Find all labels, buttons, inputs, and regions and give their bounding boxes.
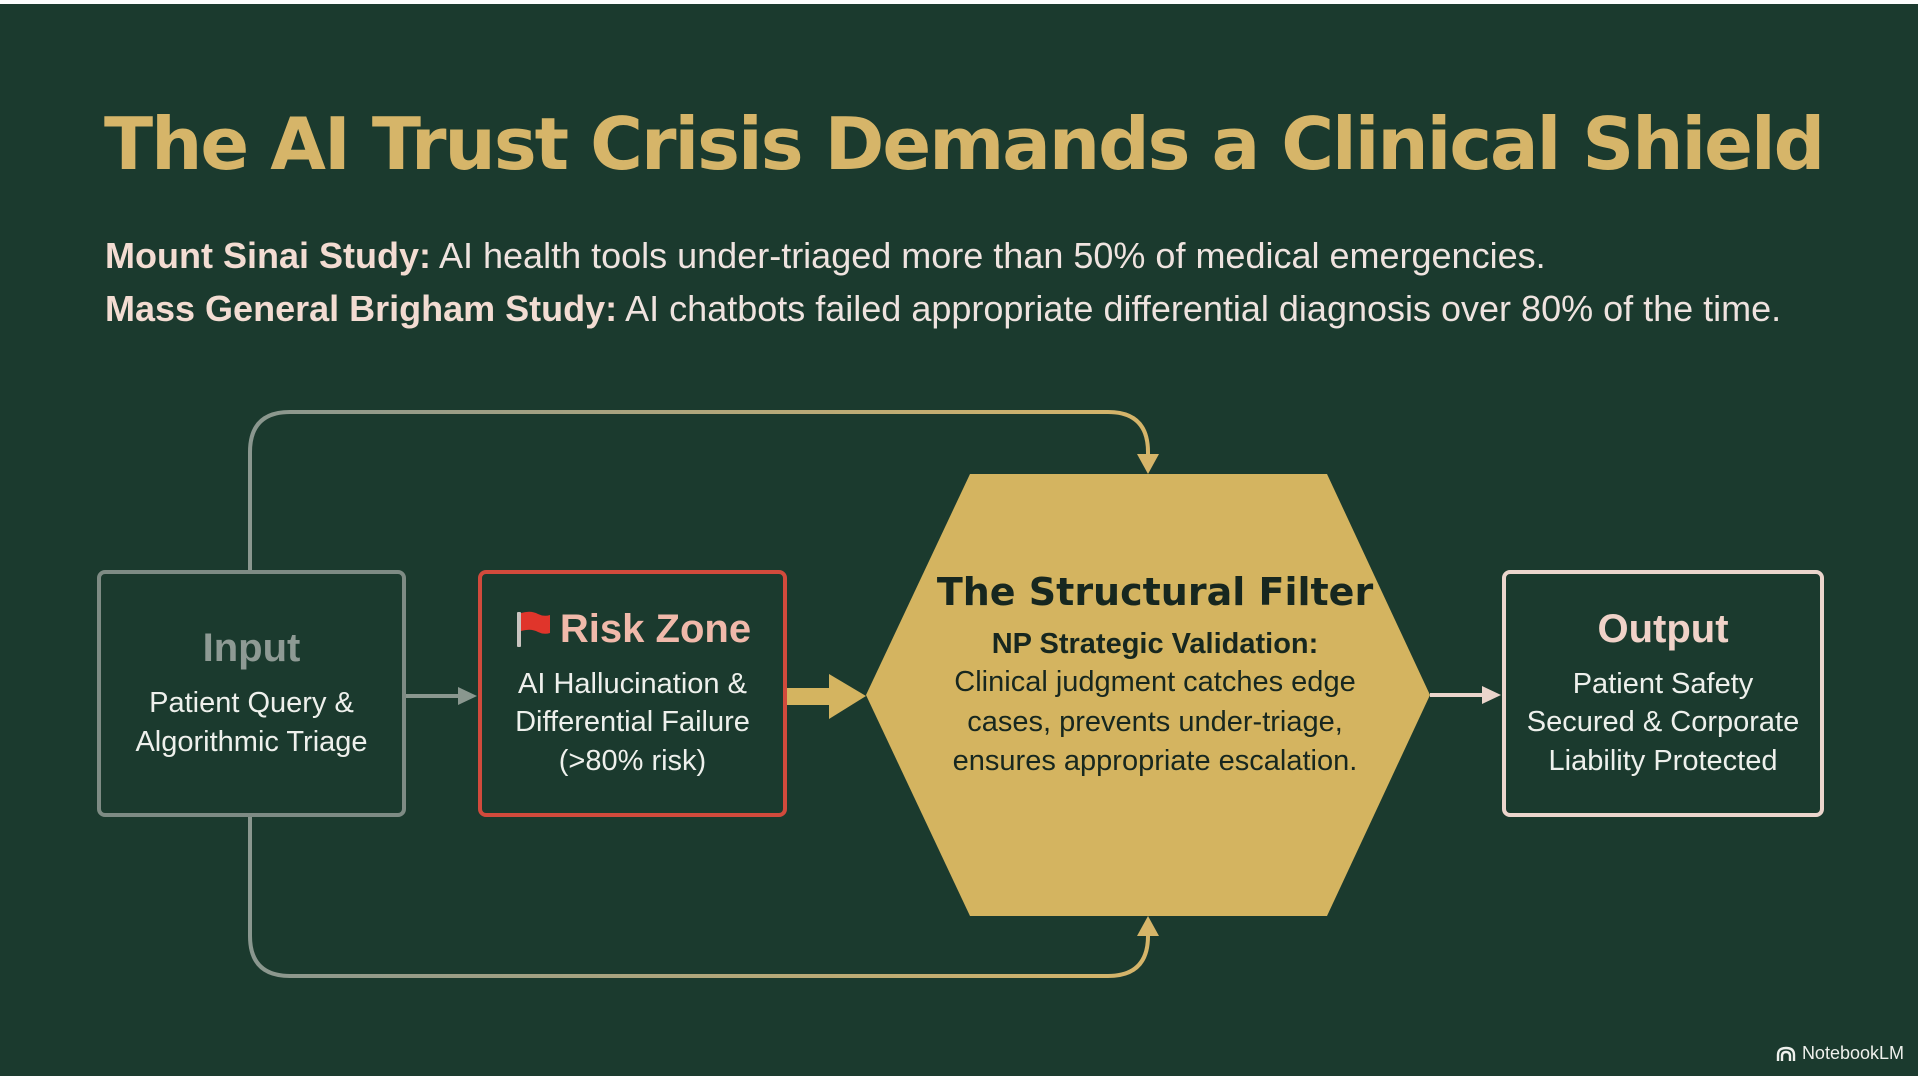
output-description: Patient Safety Secured & Corporate Liabi… <box>1527 665 1799 780</box>
input-line: Algorithmic Triage <box>135 725 368 758</box>
brand-label: NotebookLM <box>1801 1043 1904 1063</box>
output-line: Secured & Corporate <box>1526 706 1800 739</box>
study-source: Mass General Brigham Study: <box>105 288 618 329</box>
bottom-bypass-arrowhead <box>1137 916 1159 936</box>
structural-filter-subtitle: NP Strategic Validation: <box>991 627 1319 660</box>
notebooklm-branding: NotebookLM <box>1776 1043 1904 1064</box>
study-source: Mount Sinai Study: <box>105 235 431 276</box>
structural-filter-description: Clinical judgment catches edge cases, pr… <box>890 663 1420 781</box>
output-title: Output <box>1597 607 1729 652</box>
filter-to-output-arrowhead <box>1482 686 1501 704</box>
input-line: Patient Query & <box>149 687 354 720</box>
risk-zone-box: Risk Zone AI Hallucination & Differentia… <box>478 570 787 817</box>
structural-filter-line: cases, prevents under-triage, <box>967 705 1343 738</box>
risk-zone-line: Differential Failure <box>515 706 750 739</box>
risk-zone-description: AI Hallucination & Differential Failure … <box>515 665 750 780</box>
bottom-bypass-arrow <box>248 815 1150 978</box>
structural-filter-line: ensures appropriate escalation. <box>952 745 1358 778</box>
risk-zone-title: Risk Zone <box>559 607 752 652</box>
input-to-risk-arrowhead <box>458 687 477 705</box>
study-finding: AI chatbots failed appropriate different… <box>617 288 1782 329</box>
structural-filter-line: Clinical judgment catches edge <box>954 666 1356 699</box>
output-line: Patient Safety <box>1572 668 1754 701</box>
risk-to-filter-arrowhead <box>829 674 866 719</box>
output-line: Liability Protected <box>1548 744 1778 777</box>
top-bypass-arrowhead <box>1137 454 1159 474</box>
input-description: Patient Query & Algorithmic Triage <box>135 684 367 761</box>
risk-to-filter-arrow <box>787 688 831 705</box>
slide: The AI Trust Crisis Demands a Clinical S… <box>0 4 1918 1076</box>
flow-diagram <box>248 410 1501 978</box>
red-flag-icon <box>516 611 550 648</box>
notebooklm-icon <box>1776 1046 1796 1061</box>
risk-zone-line: (>80% risk) <box>558 744 707 777</box>
structural-filter-title: The Structural Filter <box>936 570 1374 614</box>
input-title: Input <box>202 626 301 671</box>
output-box: Output Patient Safety Secured & Corporat… <box>1502 570 1824 817</box>
risk-zone-heading: Risk Zone <box>514 607 751 651</box>
structural-filter-content: The Structural Filter NP Strategic Valid… <box>890 570 1420 782</box>
risk-zone-line: AI Hallucination & <box>518 668 747 701</box>
study-mount-sinai: Mount Sinai Study: AI health tools under… <box>105 238 1546 274</box>
study-mass-general-brigham: Mass General Brigham Study: AI chatbots … <box>105 291 1781 327</box>
study-finding: AI health tools under-triaged more than … <box>430 235 1546 276</box>
top-bypass-arrow <box>248 410 1150 572</box>
input-box: Input Patient Query & Algorithmic Triage <box>97 570 406 817</box>
slide-title: The AI Trust Crisis Demands a Clinical S… <box>104 102 1825 186</box>
structural-filter-hexagon <box>866 474 1430 916</box>
